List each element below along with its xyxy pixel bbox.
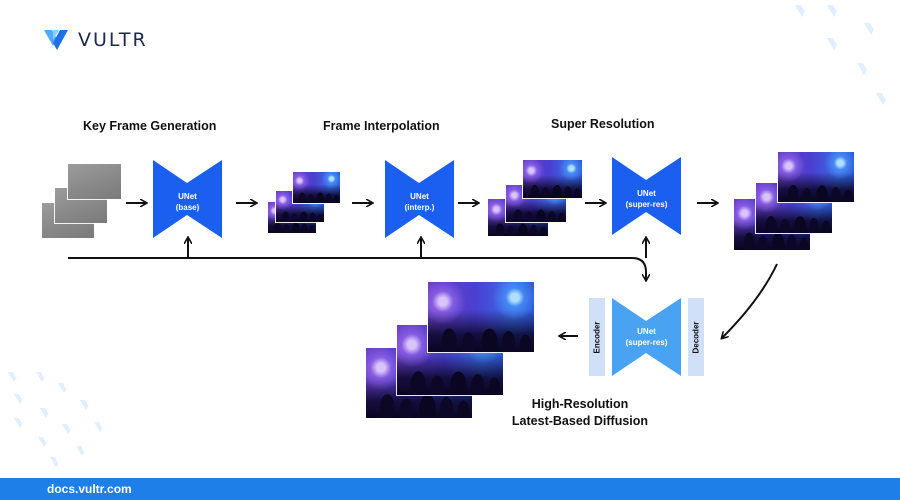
- video-frame: [523, 160, 582, 198]
- latent-stage-title: High-Resolution Latest-Based Diffusion: [480, 396, 680, 430]
- watermark-logo-icon: [864, 23, 878, 35]
- video-frame: [778, 152, 854, 202]
- vultr-v-logo-icon: [44, 30, 68, 50]
- watermark-logo-icon: [827, 38, 841, 50]
- encoder-label: Encoder: [592, 320, 602, 354]
- watermark-logo-icon: [40, 408, 52, 418]
- watermark-logo-icon: [857, 63, 871, 75]
- unet-latent-shape: [612, 298, 681, 376]
- watermark-logo-icon: [14, 418, 26, 428]
- watermark-logo-icon: [62, 424, 74, 434]
- latent-stage-title-line1: High-Resolution: [531, 397, 629, 411]
- stage-title-key-frame-generation: Key Frame Generation: [83, 119, 217, 133]
- conditioning-line: [68, 257, 646, 280]
- unet-latent: UNet (super-res): [612, 326, 681, 348]
- watermark-logo-icon: [38, 437, 50, 447]
- latent-stage-title-line2: Latest-Based Diffusion: [511, 414, 649, 428]
- unet-interp-shape: [385, 160, 454, 238]
- unet-interp-sublabel: (interp.): [404, 203, 435, 212]
- watermark-logo-icon: [876, 93, 890, 105]
- unet-latent-sublabel: (super-res): [625, 338, 668, 347]
- unet-base-label: UNet: [178, 192, 197, 201]
- unet-superres-shape: [612, 157, 681, 235]
- watermark-logo-icon: [50, 457, 62, 467]
- brand-name: VULTR: [78, 29, 148, 51]
- unet-interp-label: UNet: [410, 192, 429, 201]
- arrow-frames-to-decoder: [722, 263, 778, 338]
- unet-superres-sublabel: (super-res): [625, 200, 668, 209]
- video-frame: [428, 282, 534, 352]
- noise-frame: [68, 164, 121, 199]
- watermark-logo-icon: [795, 5, 809, 17]
- stage-title-super-resolution: Super Resolution: [551, 117, 655, 131]
- decoder-label: Decoder: [691, 320, 701, 354]
- encoder-box: Encoder: [589, 298, 605, 376]
- unet-base: UNet (base): [153, 191, 222, 213]
- unet-interp: UNet (interp.): [385, 191, 454, 213]
- unet-latent-label: UNet: [637, 327, 656, 336]
- vultr-logo[interactable]: VULTR: [44, 28, 148, 52]
- unet-base-sublabel: (base): [175, 203, 200, 212]
- watermark-logo-icon: [80, 400, 92, 410]
- stage-title-frame-interpolation: Frame Interpolation: [323, 119, 440, 133]
- footer-url-link[interactable]: docs.vultr.com: [47, 482, 132, 496]
- watermark-logo-icon: [827, 5, 841, 17]
- watermark-logo-icon: [94, 422, 106, 432]
- watermark-logo-icon: [8, 372, 20, 382]
- unet-superres-label: UNet: [637, 189, 656, 198]
- decoder-box: Decoder: [688, 298, 704, 376]
- footer-bar: docs.vultr.com: [0, 478, 900, 500]
- watermark-logo-icon: [76, 446, 88, 456]
- unet-base-shape: [153, 160, 222, 238]
- video-frame: [293, 172, 340, 203]
- watermark-logo-icon: [36, 372, 48, 382]
- unet-superres: UNet (super-res): [612, 188, 681, 210]
- watermark-logo-icon: [14, 394, 26, 404]
- watermark-logo-icon: [58, 383, 70, 393]
